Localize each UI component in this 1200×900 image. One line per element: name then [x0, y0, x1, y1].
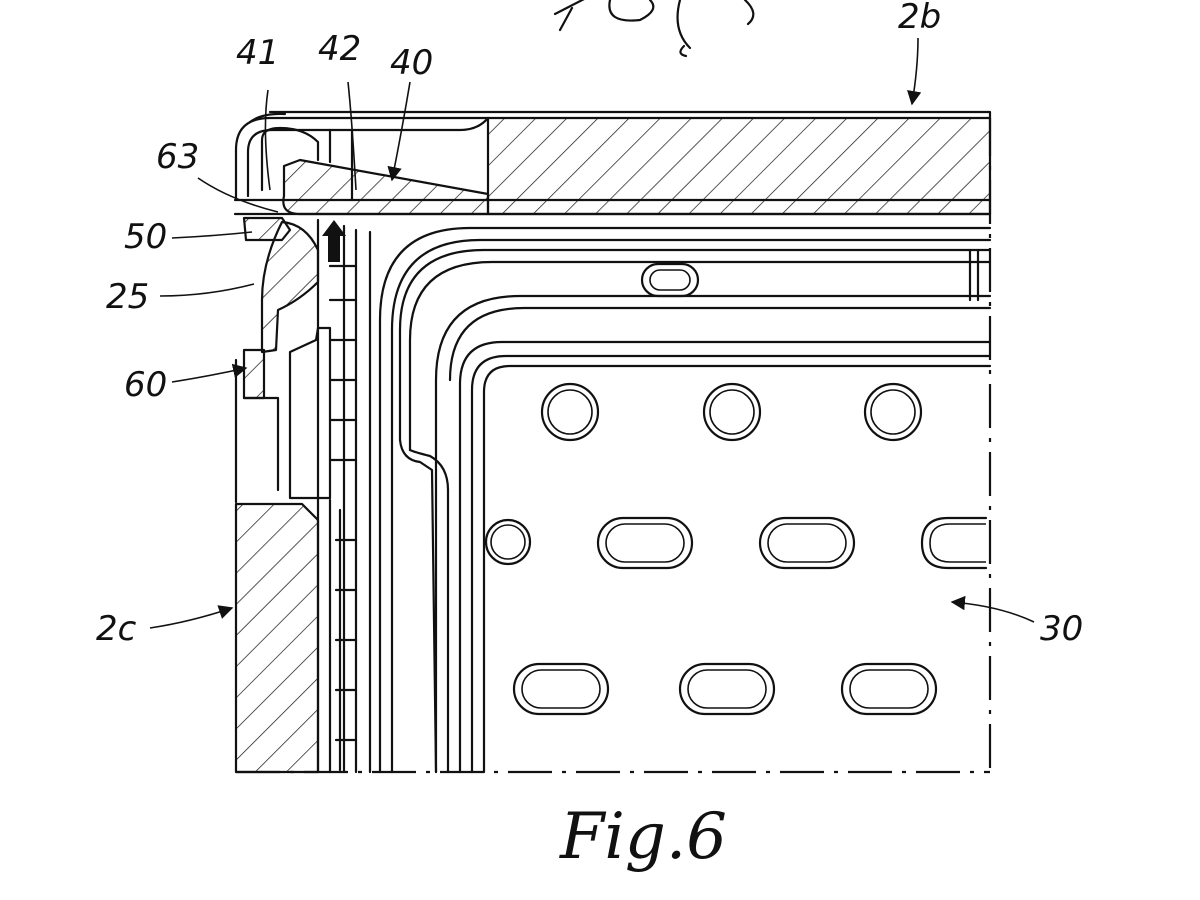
bracket-60	[234, 326, 332, 504]
label-60: 60	[124, 365, 167, 405]
label-42: 42	[318, 29, 361, 69]
break-lines	[236, 112, 992, 774]
label-25: 25	[106, 277, 149, 317]
outer-corner-profile	[234, 116, 490, 202]
label-40: 40	[390, 43, 433, 83]
label-63: 63	[156, 137, 199, 177]
frame-rails	[316, 218, 372, 774]
label-50: 50	[124, 217, 167, 257]
figure-caption: Fig.6	[559, 800, 727, 874]
wedge-40	[282, 158, 490, 216]
top-caption-fragment	[553, 0, 755, 58]
side-wall-2c	[234, 502, 320, 774]
label-41: 41	[236, 33, 279, 73]
perforations	[484, 262, 988, 716]
reference-labels: 41 42 40 2b 63 50 25 60 2c 30	[96, 0, 1083, 649]
inner-tray	[378, 226, 992, 774]
lug-25	[260, 220, 320, 354]
leader-lines	[149, 37, 1035, 629]
force-arrow	[322, 220, 346, 262]
label-2b: 2b	[898, 0, 941, 37]
label-30: 30	[1040, 609, 1083, 649]
label-2c: 2c	[96, 609, 137, 649]
top-wall-2b	[233, 110, 992, 216]
